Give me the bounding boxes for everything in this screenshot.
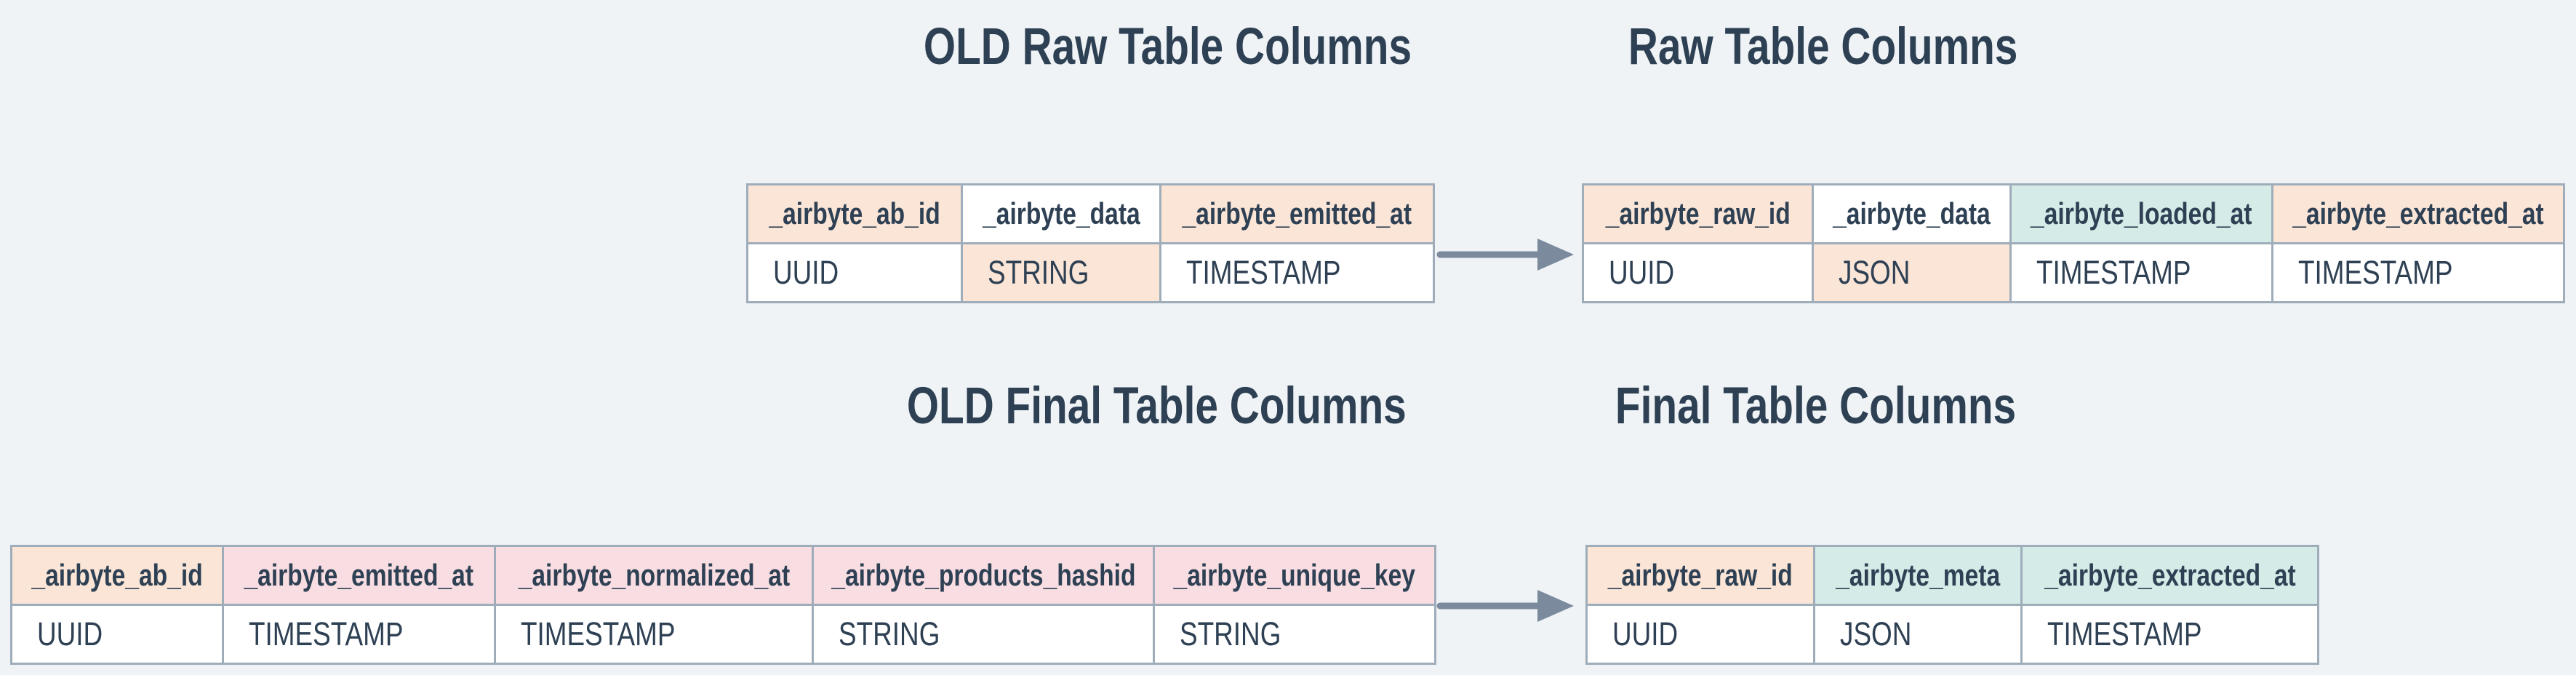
column-header-cell: _airbyte_extracted_at <box>2023 547 2317 604</box>
column-header-cell: _airbyte_loaded_at <box>2012 185 2271 242</box>
column-header-cell: _airbyte_raw_id <box>1584 185 1812 242</box>
column-header-cell: _airbyte_unique_key <box>1155 547 1434 604</box>
column-header-cell: _airbyte_meta <box>1815 547 2020 604</box>
column-header-cell: _airbyte_emitted_at <box>1161 185 1433 242</box>
column-header-cell: _airbyte_extracted_at <box>2273 185 2563 242</box>
column-type: TIMESTAMP <box>1186 254 1341 291</box>
column-name: _airbyte_data <box>1833 196 1991 231</box>
column-type: TIMESTAMP <box>2047 615 2202 652</box>
column-type: UUID <box>37 615 103 652</box>
column-name: _airbyte_raw_id <box>1605 196 1791 231</box>
column-type-cell: TIMESTAMP <box>2012 244 2271 301</box>
column-name: _airbyte_products_hashid <box>831 558 1136 592</box>
column-type-cell: STRING <box>814 606 1153 663</box>
column-name: _airbyte_emitted_at <box>244 558 474 592</box>
column-name: _airbyte_emitted_at <box>1182 196 1412 231</box>
column-type: TIMESTAMP <box>521 615 676 652</box>
column-name: _airbyte_extracted_at <box>2292 196 2544 231</box>
column-header-cell: _airbyte_data <box>1814 185 2009 242</box>
column-type-cell: UUID <box>1588 606 1813 663</box>
old-final-table: _airbyte_ab_id _airbyte_emitted_at _airb… <box>10 545 1436 665</box>
column-type: TIMESTAMP <box>2036 254 2191 291</box>
column-type-cell: TIMESTAMP <box>496 606 812 663</box>
column-type: UUID <box>773 254 839 291</box>
column-header-cell: _airbyte_ab_id <box>748 185 961 242</box>
column-type-cell: JSON <box>1815 606 2020 663</box>
column-name: _airbyte_ab_id <box>769 196 940 231</box>
column-type: STRING <box>1180 615 1281 652</box>
column-type-cell: STRING <box>963 244 1159 301</box>
column-name: _airbyte_normalized_at <box>518 558 790 592</box>
column-type: TIMESTAMP <box>2298 254 2453 291</box>
final-table-title-text: Final Table Columns <box>1615 378 2017 435</box>
old-raw-table-title-text: OLD Raw Table Columns <box>923 18 1412 76</box>
old-raw-table-title: OLD Raw Table Columns <box>804 17 1531 77</box>
old-final-table-title-text: OLD Final Table Columns <box>906 378 1407 435</box>
old-final-table-title: OLD Final Table Columns <box>793 377 1520 436</box>
column-type-cell: UUID <box>748 244 961 301</box>
column-type: STRING <box>839 615 940 652</box>
column-type-cell: TIMESTAMP <box>1161 244 1433 301</box>
arrow-right-icon <box>1436 590 1574 622</box>
final-table: _airbyte_raw_id _airbyte_meta _airbyte_e… <box>1585 545 2319 665</box>
column-type: JSON <box>1840 615 1912 652</box>
column-type-cell: STRING <box>1155 606 1434 663</box>
column-name: _airbyte_raw_id <box>1608 558 1793 592</box>
column-name: _airbyte_data <box>982 196 1140 231</box>
column-type: STRING <box>988 254 1089 291</box>
column-type: TIMESTAMP <box>249 615 404 652</box>
column-header-cell: _airbyte_emitted_at <box>224 547 494 604</box>
raw-table: _airbyte_raw_id _airbyte_data _airbyte_l… <box>1582 183 2565 303</box>
column-type-cell: UUID <box>12 606 222 663</box>
column-type: UUID <box>1609 254 1675 291</box>
column-header-cell: _airbyte_data <box>963 185 1159 242</box>
column-type-cell: JSON <box>1814 244 2009 301</box>
column-header-cell: _airbyte_raw_id <box>1588 547 1813 604</box>
old-raw-table: _airbyte_ab_id _airbyte_data _airbyte_em… <box>746 183 1435 303</box>
column-header-cell: _airbyte_ab_id <box>12 547 222 604</box>
raw-table-title: Raw Table Columns <box>1460 17 2187 77</box>
column-name: _airbyte_loaded_at <box>2031 196 2252 231</box>
column-name: _airbyte_extracted_at <box>2044 558 2296 592</box>
arrow-right-icon <box>1436 239 1574 271</box>
column-type-cell: TIMESTAMP <box>224 606 494 663</box>
column-header-cell: _airbyte_normalized_at <box>496 547 812 604</box>
column-name: _airbyte_unique_key <box>1173 558 1416 592</box>
column-type: UUID <box>1612 615 1679 652</box>
column-type: JSON <box>1839 254 1911 291</box>
column-name: _airbyte_ab_id <box>31 558 203 592</box>
column-name: _airbyte_meta <box>1836 558 2000 592</box>
raw-table-title-text: Raw Table Columns <box>1628 18 2018 76</box>
column-type-cell: TIMESTAMP <box>2023 606 2317 663</box>
column-header-cell: _airbyte_products_hashid <box>814 547 1153 604</box>
final-table-title: Final Table Columns <box>1452 377 2180 436</box>
column-type-cell: TIMESTAMP <box>2273 244 2563 301</box>
column-type-cell: UUID <box>1584 244 1812 301</box>
